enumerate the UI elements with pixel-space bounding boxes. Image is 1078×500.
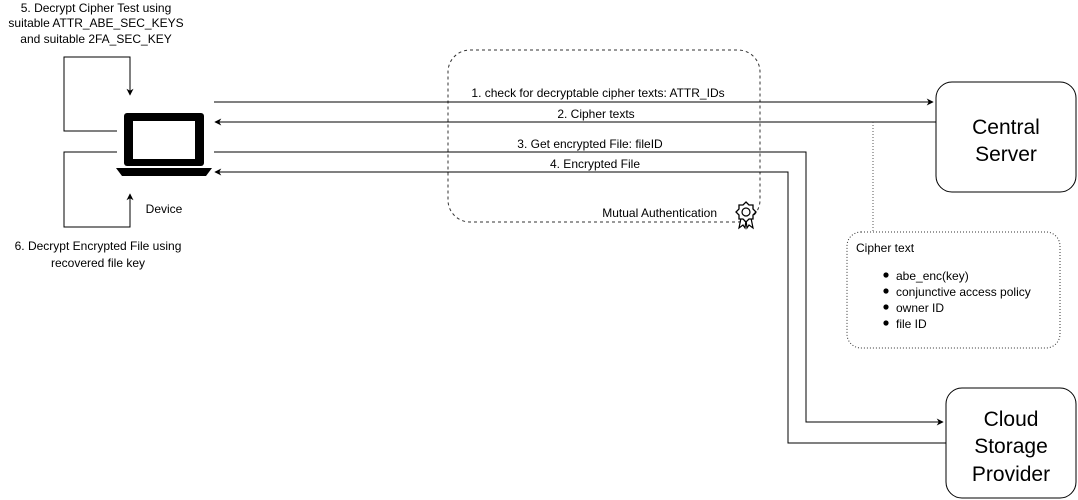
mutual-auth-region	[447, 49, 761, 223]
bullet-icon	[883, 288, 889, 294]
bullet-icon	[883, 272, 889, 278]
certificate-icon	[735, 201, 757, 230]
arrow-4	[214, 168, 946, 444]
device-label: Device	[146, 202, 183, 216]
step6-loop-arrow	[63, 151, 134, 228]
step6-label-line1: 6. Decrypt Encrypted File using	[15, 239, 182, 253]
arrow-2-label: 2. Cipher texts	[557, 107, 634, 121]
arrow-3-label: 3. Get encrypted File: fileID	[517, 137, 663, 151]
step5-label-line1: 5. Decrypt Cipher Test using	[21, 1, 172, 15]
step5-label-line3: and suitable 2FA_SEC_KEY	[20, 32, 171, 46]
cloud-storage-line3: Provider	[972, 463, 1050, 486]
cipher-text-title: Cipher text	[856, 241, 915, 255]
central-server-line2: Server	[975, 143, 1037, 166]
arrow-3	[214, 151, 944, 426]
laptop-icon	[116, 113, 212, 176]
step5-label-line2: suitable ATTR_ABE_SEC_KEYS	[8, 16, 183, 30]
cipher-text-item: abe_enc(key)	[896, 269, 969, 283]
step6-label-line2: recovered file key	[51, 256, 145, 270]
mutual-auth-label: Mutual Authentication	[602, 206, 717, 220]
arrow-1-label: 1. check for decryptable cipher texts: A…	[471, 86, 724, 100]
bullet-icon	[883, 304, 889, 310]
cipher-text-item: conjunctive access policy	[896, 285, 1031, 299]
step5-loop-arrow	[63, 56, 134, 132]
bullet-icon	[883, 320, 889, 326]
cloud-storage-line2: Storage	[974, 435, 1048, 458]
arrow-4-label: 4. Encrypted File	[550, 157, 640, 171]
cloud-storage-line1: Cloud	[984, 408, 1039, 431]
cipher-text-item: file ID	[896, 317, 927, 331]
central-server-box	[935, 81, 1077, 193]
cipher-text-box	[846, 231, 1061, 349]
central-server-line1: Central	[972, 116, 1040, 139]
cipher-text-item: owner ID	[896, 301, 944, 315]
